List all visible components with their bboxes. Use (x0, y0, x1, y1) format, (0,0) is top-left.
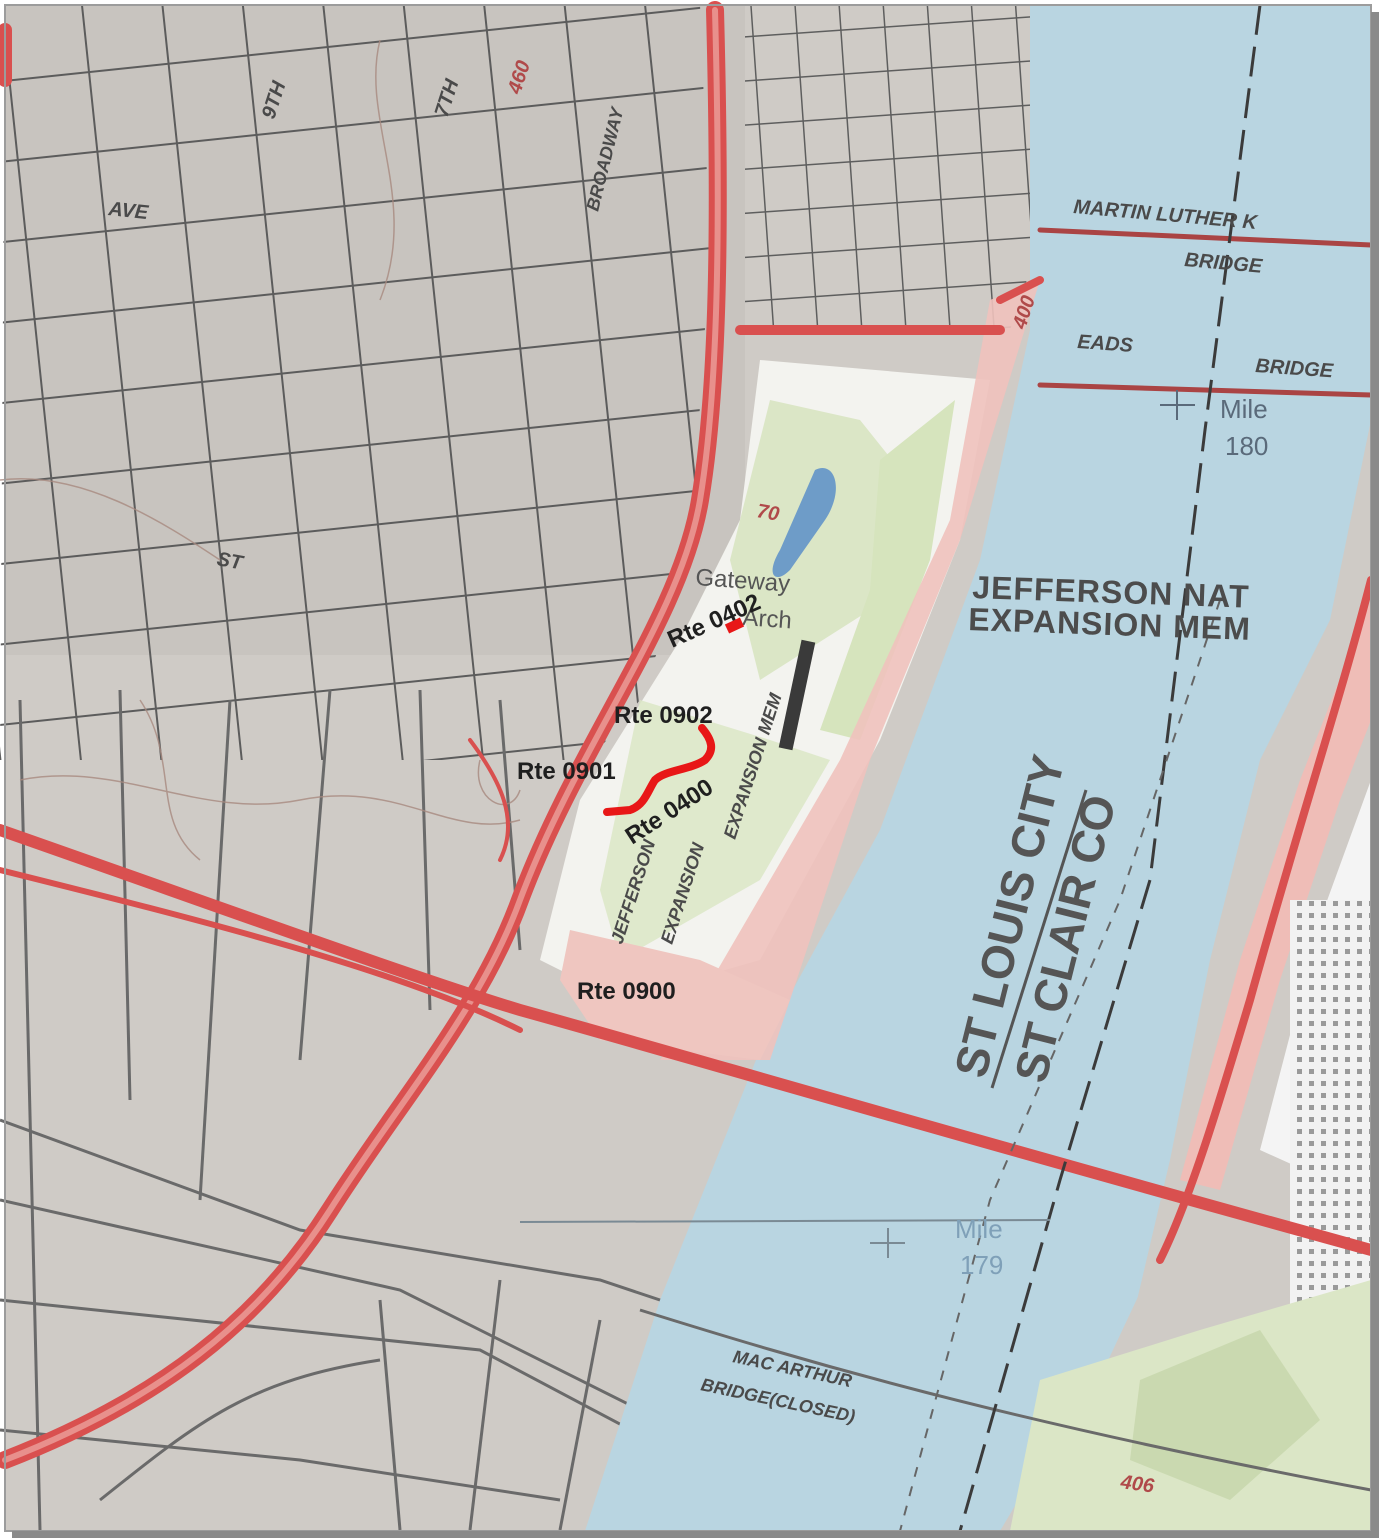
label-eads: EADS (1077, 331, 1135, 357)
route-0400-segment (603, 724, 716, 816)
label-70: 70 (755, 500, 781, 526)
label-gateway: Gateway (695, 564, 791, 598)
park-green-strip (820, 400, 955, 740)
mile-179-marker (870, 1228, 905, 1258)
route-0402-segment (724, 617, 745, 634)
arch-park-green (730, 400, 900, 680)
pink-park-south (560, 930, 790, 1060)
route-label-0900[interactable]: Rte 0900 (577, 978, 676, 1005)
label-ave: AVE (106, 198, 149, 224)
east-green-overlay (1130, 1330, 1320, 1500)
pink-riverfront (660, 280, 1040, 1060)
arch-pond (772, 468, 836, 578)
label-mile-179-value: 179 (960, 1250, 1003, 1280)
upper-east-street-grid (745, 5, 1120, 330)
east-dense-grid (1290, 900, 1372, 1360)
monument-bar (778, 639, 816, 751)
route-highlights (603, 617, 745, 816)
downtown-street-grid (0, 5, 710, 760)
label-mile-180: Mile (1220, 394, 1268, 424)
label-arch: Arch (742, 604, 793, 634)
label-406: 406 (1118, 1471, 1156, 1498)
label-mile-180-value: 180 (1225, 431, 1268, 461)
label-st: ST (215, 548, 246, 574)
contour-lines (0, 39, 521, 861)
mile-180-marker (1160, 390, 1195, 420)
river-crossings (519, 4, 1372, 1532)
route-label-0901[interactable]: Rte 0901 (517, 758, 616, 785)
map-shadow-bottom (12, 1531, 1379, 1538)
park-green-south (600, 700, 830, 960)
label-eads-bridge: BRIDGE (1255, 355, 1335, 382)
map-shadow-right (1371, 12, 1379, 1534)
mississippi-river (585, 5, 1371, 1531)
east-bank-land (1000, 620, 1371, 1531)
label-mile-179: Mile (955, 1214, 1003, 1244)
highways (0, 1, 1377, 1469)
county-underline (990, 789, 1088, 1089)
route-label-0902[interactable]: Rte 0902 (614, 702, 713, 729)
